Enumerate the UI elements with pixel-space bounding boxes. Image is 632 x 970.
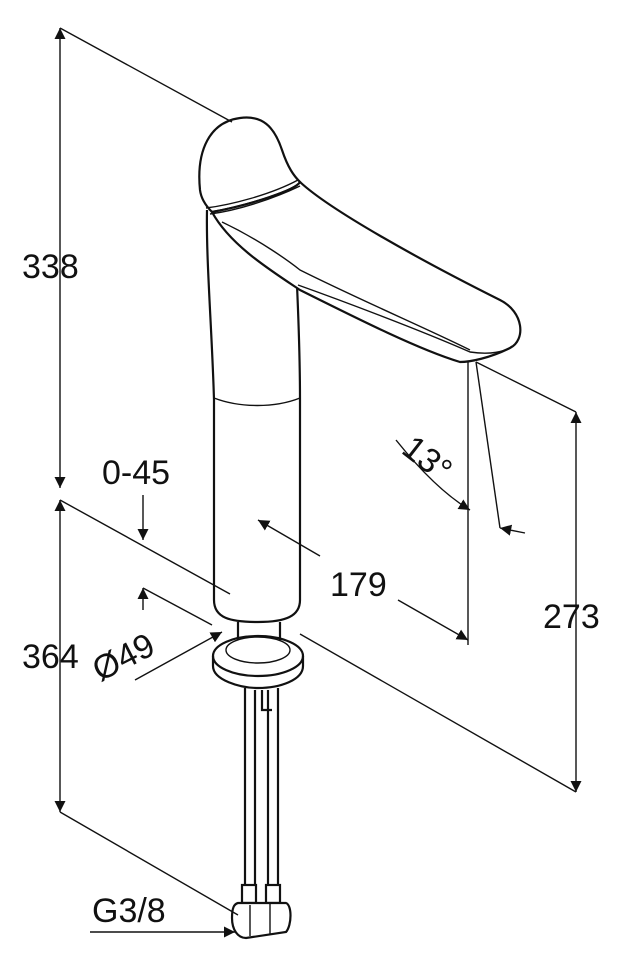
connector-nut: [230, 901, 292, 940]
base-ring-inner: [225, 636, 291, 664]
shank: [236, 622, 282, 640]
dim-364: 364: [22, 638, 79, 676]
dim-179: 179: [330, 566, 387, 604]
dim-273: 273: [543, 598, 600, 636]
dim-diameter: Ø49: [86, 626, 161, 689]
base-ring-side: [211, 656, 305, 690]
hose-left: [243, 688, 257, 885]
faucet-body: [198, 116, 522, 940]
spout-contour: [221, 221, 471, 351]
dim-338: 338: [22, 248, 79, 286]
dim-0-45: 0-45: [102, 454, 170, 492]
base-ring: [211, 634, 305, 678]
handle-seam: [205, 179, 299, 209]
spout-underside: [297, 284, 513, 354]
column-joint: [213, 397, 301, 407]
hose-fitting-right: [264, 883, 282, 905]
hose-right: [266, 688, 280, 885]
handle-seam-2: [209, 185, 301, 215]
dim-angle: 13°: [395, 428, 459, 490]
dim-connection: G3/8: [92, 892, 166, 930]
hose-clip: [260, 690, 272, 712]
dimension-lines: [54, 27, 582, 938]
faucet-column: [205, 209, 302, 624]
hose-fitting-left: [240, 883, 258, 905]
connector-nut-detail: [249, 904, 271, 936]
